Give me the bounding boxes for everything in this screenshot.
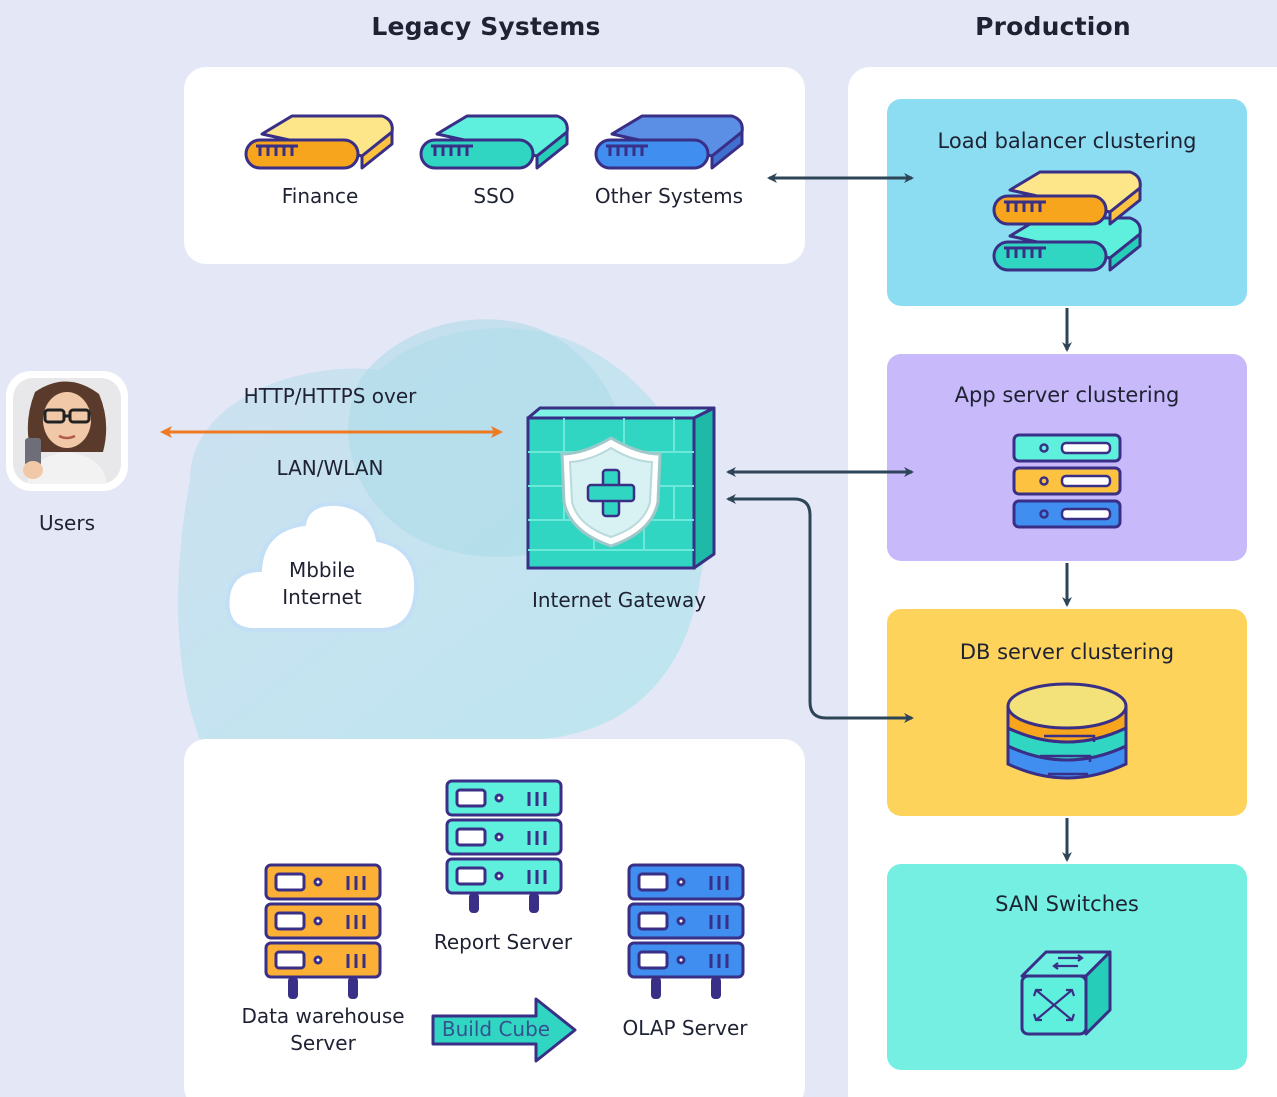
drive-yellow-icon bbox=[244, 114, 394, 170]
build-cube-label: Build Cube bbox=[441, 1017, 551, 1041]
report-server-label: Report Server bbox=[433, 930, 573, 954]
card-title-load-balancer: Load balancer clustering bbox=[937, 129, 1197, 153]
switch-icon bbox=[1020, 950, 1112, 1036]
shield-firewall-icon bbox=[526, 406, 716, 570]
user-avatar-image bbox=[13, 378, 121, 484]
data-warehouse-server-icon bbox=[264, 863, 382, 999]
user-avatar[interactable] bbox=[7, 372, 127, 490]
card-title-db-server: DB server clustering bbox=[959, 640, 1175, 664]
stacked-drives-icon bbox=[992, 170, 1142, 272]
report-server-icon bbox=[445, 779, 563, 913]
build-cube-arrow-icon bbox=[431, 997, 577, 1063]
drive-blue-icon bbox=[594, 114, 744, 170]
olap-server-label: OLAP Server bbox=[622, 1016, 748, 1040]
cloud-label: Mbbile Internet bbox=[252, 557, 392, 611]
legacy-systems-title: Legacy Systems bbox=[371, 12, 601, 41]
drive-teal-icon bbox=[419, 114, 569, 170]
legacy-item-other-systems: Other Systems bbox=[594, 184, 744, 208]
legacy-item-finance: Finance bbox=[281, 184, 359, 208]
legacy-item-sso: SSO bbox=[473, 184, 515, 208]
data-warehouse-label: Data warehouse Server bbox=[228, 1003, 418, 1057]
data-warehouse-label-line1: Data warehouse bbox=[241, 1004, 405, 1028]
card-title-app-server: App server clustering bbox=[954, 383, 1180, 407]
data-warehouse-label-line2: Server bbox=[290, 1031, 356, 1055]
connection-label-line2: LAN/WLAN bbox=[276, 456, 384, 480]
users-label: Users bbox=[38, 511, 95, 535]
cloud-label-line1: Mbbile bbox=[288, 558, 356, 582]
olap-server-icon bbox=[627, 863, 745, 999]
gateway-label: Internet Gateway bbox=[531, 588, 707, 612]
production-title: Production bbox=[975, 12, 1131, 41]
card-title-san-switches: SAN Switches bbox=[995, 892, 1139, 916]
cloud-icon bbox=[225, 501, 419, 632]
database-icon bbox=[1006, 682, 1128, 780]
cloud-label-line2: Internet bbox=[282, 585, 362, 609]
connection-label-line1: HTTP/HTTPS over bbox=[243, 384, 417, 408]
server-rack-icon bbox=[1012, 433, 1122, 529]
